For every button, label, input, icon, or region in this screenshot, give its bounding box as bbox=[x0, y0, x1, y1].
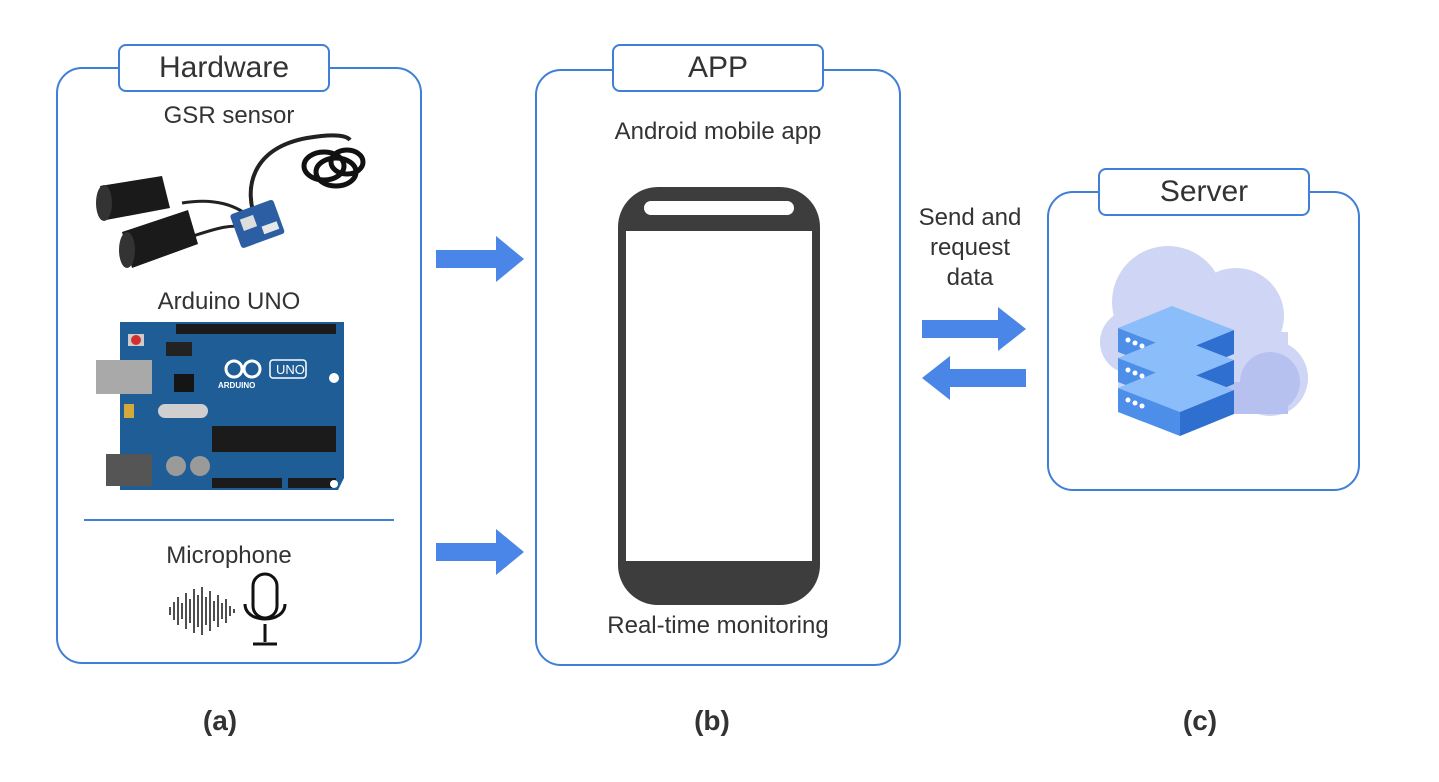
sound-wave-icon bbox=[169, 587, 235, 635]
arduino-logo-text: ARDUINO bbox=[218, 381, 255, 390]
arduino-model-text: UNO bbox=[276, 362, 305, 377]
send-request-label-line3: data bbox=[946, 264, 994, 291]
hardware-divider bbox=[84, 519, 394, 521]
microphone-icon bbox=[243, 572, 287, 646]
caption-a: (a) bbox=[202, 705, 238, 736]
server-title: Server bbox=[1098, 168, 1310, 216]
caption-c: (c) bbox=[1182, 705, 1218, 736]
arrow-right-icon bbox=[436, 529, 524, 575]
arrow-left-icon bbox=[922, 356, 1026, 400]
gsr-sensor-label: GSR sensor bbox=[163, 102, 295, 129]
caption-b: (b) bbox=[694, 705, 730, 736]
android-app-label: Android mobile app bbox=[614, 118, 822, 145]
send-request-label-line2: request bbox=[929, 234, 1011, 261]
smartphone-icon bbox=[618, 187, 820, 605]
realtime-monitoring-label: Real-time monitoring bbox=[607, 612, 829, 639]
arrow-right-icon bbox=[922, 307, 1026, 351]
arduino-uno-label: Arduino UNO bbox=[157, 288, 301, 315]
send-request-label-line1: Send and bbox=[918, 204, 1022, 231]
arduino-uno-board: ARDUINO UNO bbox=[96, 322, 344, 490]
arrow-right-icon bbox=[436, 236, 524, 282]
cloud-server-icon bbox=[1100, 246, 1308, 436]
gsr-sensor-photo bbox=[96, 133, 366, 268]
hardware-title: Hardware bbox=[118, 44, 330, 92]
microphone-label: Microphone bbox=[166, 542, 292, 569]
app-title: APP bbox=[612, 44, 824, 92]
